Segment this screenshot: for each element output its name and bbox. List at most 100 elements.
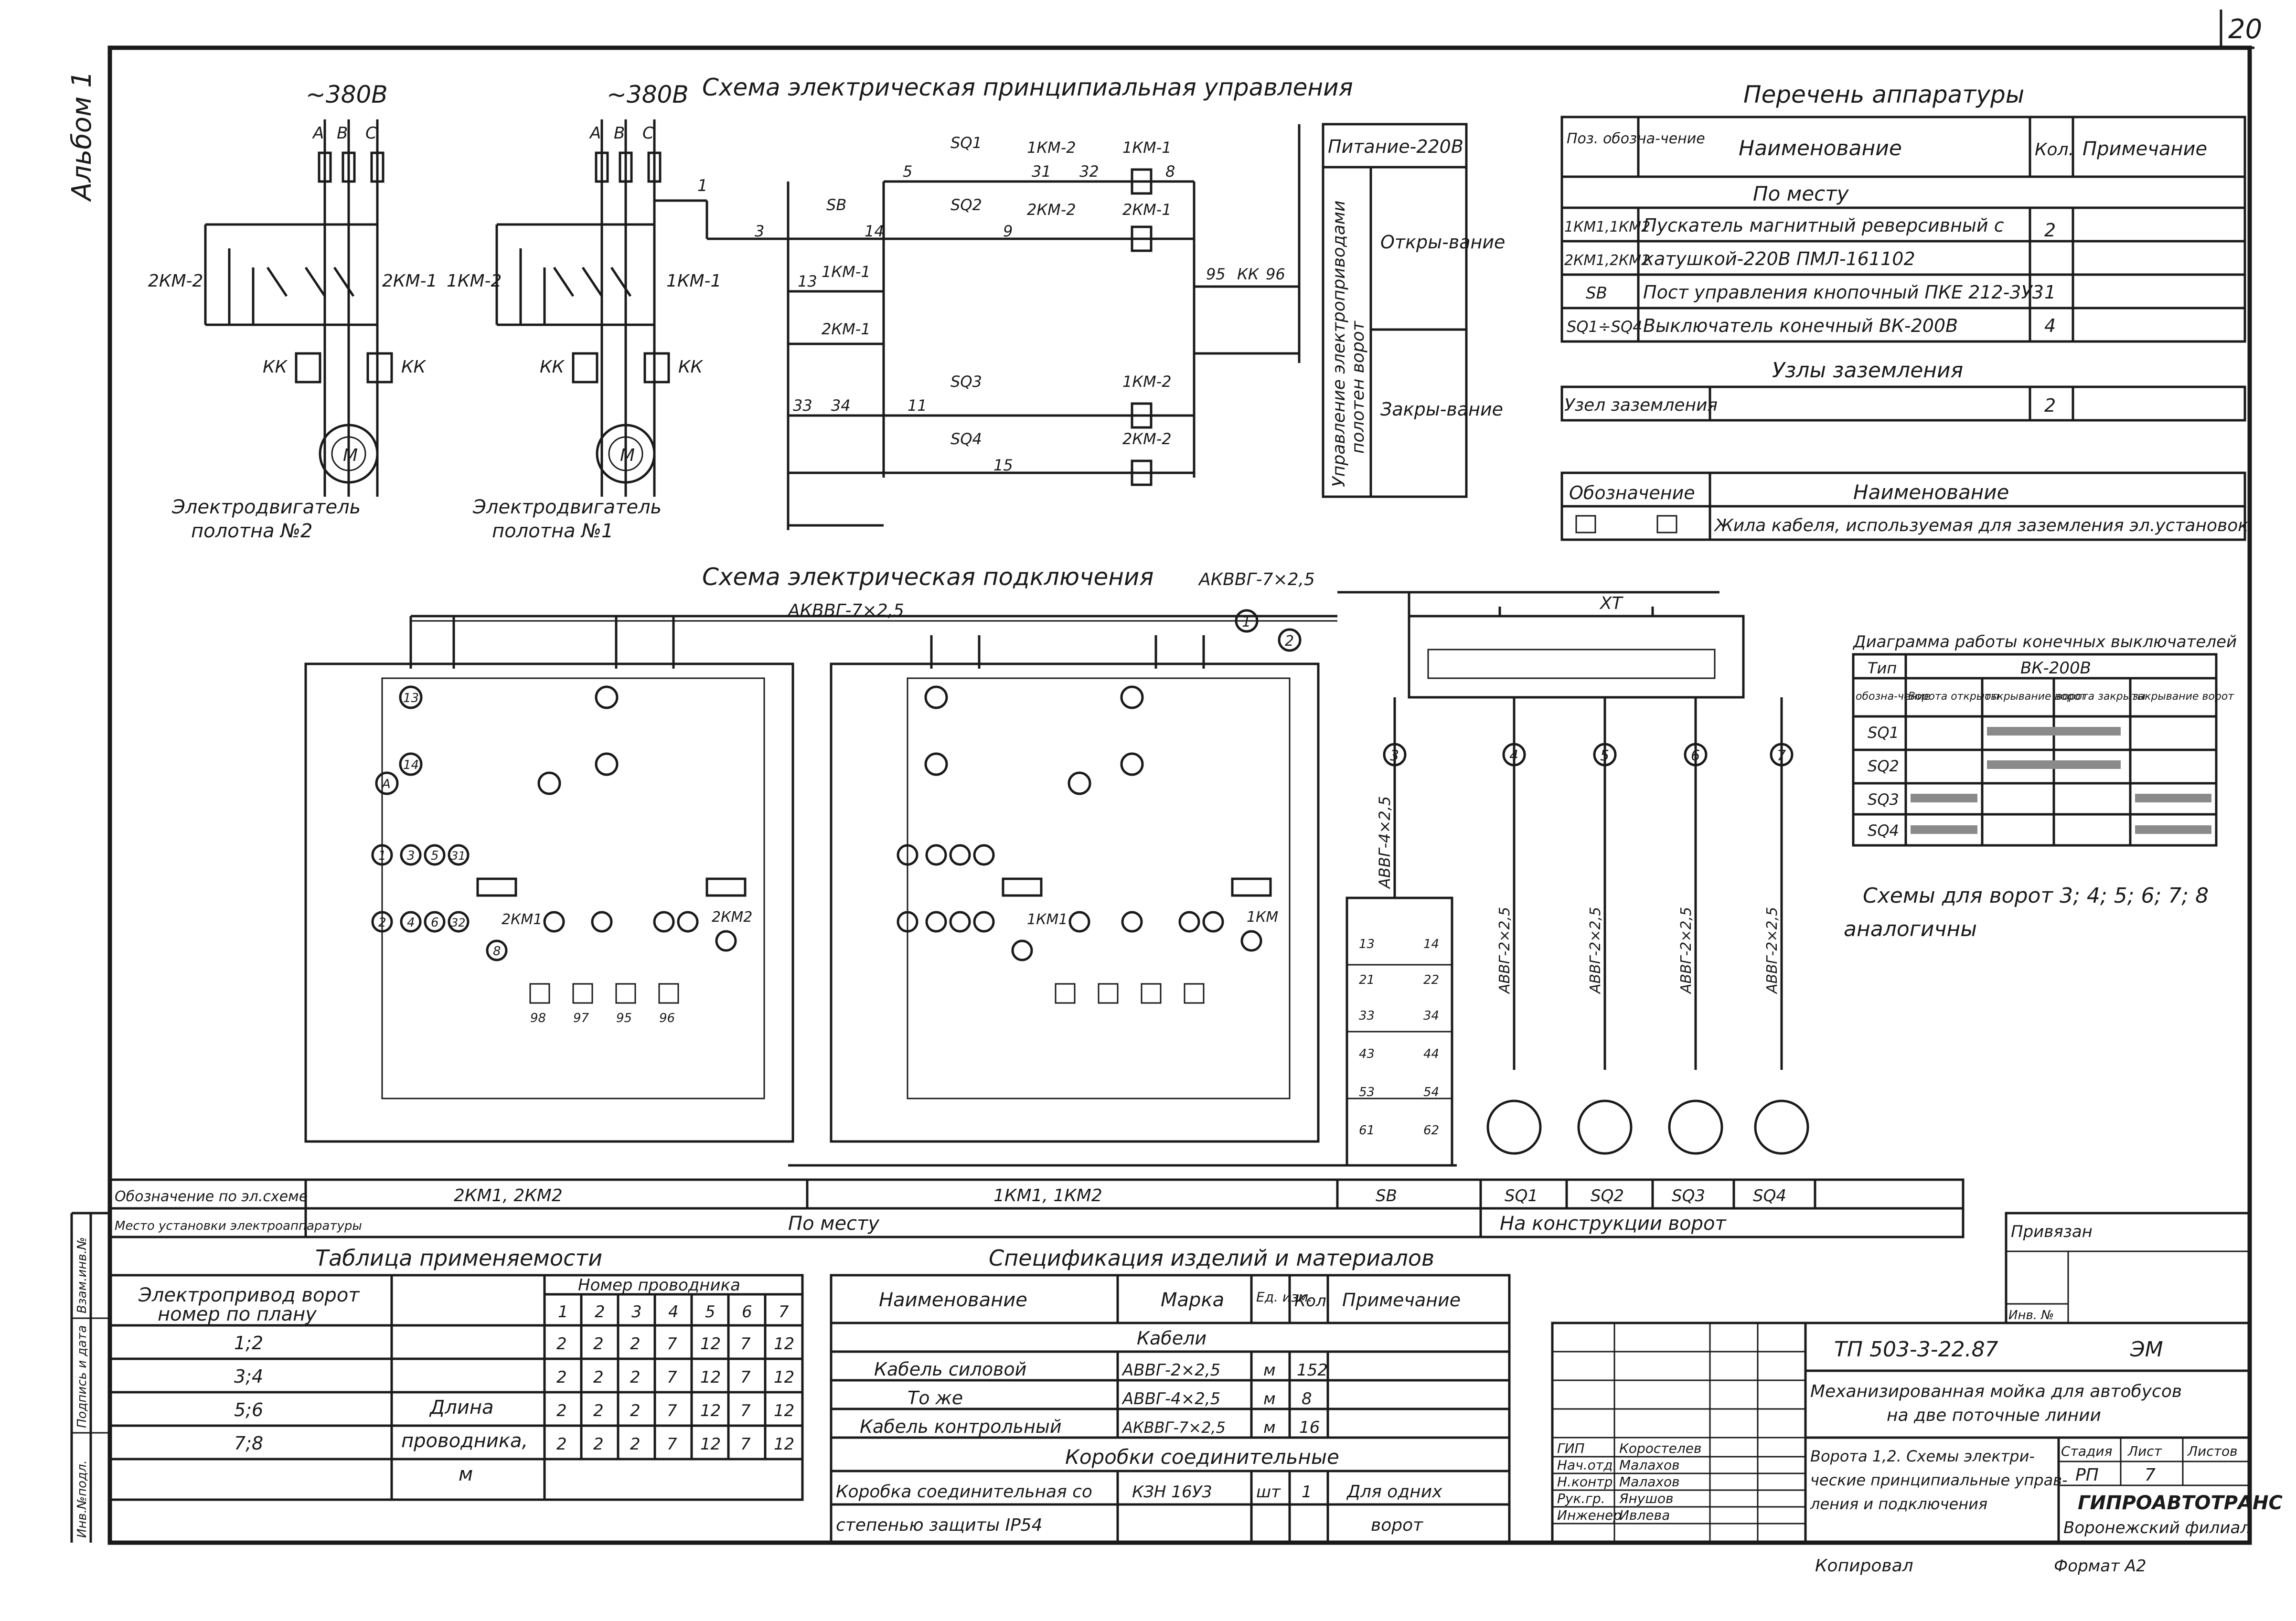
spec-box-note-2: ворот — [1371, 1515, 1423, 1535]
tb-role-2: Нач.отд. — [1557, 1457, 1617, 1473]
purpose-table: Питание-220В Управление электроприводами… — [1322, 123, 1505, 498]
appl-length-1: Длина — [429, 1397, 493, 1418]
strip-row2-label: Место установки электроаппаратуры — [115, 1219, 362, 1233]
equip-row3-qty: 1 — [2044, 282, 2056, 303]
ls-type-value: ВК-200В — [2020, 659, 2091, 678]
ls-bar-sq2 — [1987, 760, 2121, 769]
tb-role-3: Н.контр. — [1557, 1474, 1617, 1490]
supply-right: ~380В — [607, 81, 689, 108]
appl-r1-c4: 7 — [667, 1334, 677, 1354]
purpose-side-2: полотен ворот — [1348, 320, 1368, 454]
tb-sheet-title-2: ческие принципиальные управ- — [1810, 1471, 2068, 1489]
equip-row2-name: катушкой-220В ПМЛ-161102 — [1643, 248, 1915, 269]
left-term-6: 6 — [431, 916, 439, 930]
left-term-95: 95 — [616, 1011, 632, 1025]
wire-32: 32 — [1079, 162, 1099, 181]
marker-7: 7 — [1777, 747, 1786, 764]
equip-row1-name: Пускатель магнитный реверсивный с — [1643, 215, 2004, 236]
ls-bar-sq3b — [2135, 794, 2211, 802]
appl-cn-3: 3 — [631, 1302, 642, 1322]
sb-term-43: 43 — [1359, 1047, 1375, 1061]
grounding-title: Узлы заземления — [1772, 358, 1963, 383]
contactor-1km2: 1КМ-2 — [447, 271, 502, 291]
grounding-row-qty: 2 — [2044, 395, 2056, 416]
appl-r4-c5: 12 — [700, 1435, 721, 1454]
appl-r4-c3: 2 — [630, 1435, 641, 1454]
spec-r1-name: Кабель силовой — [874, 1359, 1026, 1380]
appl-length-3: м — [459, 1463, 473, 1485]
appl-r4-c1: 2 — [556, 1435, 567, 1454]
purpose-open: Откры-вание — [1380, 232, 1505, 253]
appl-col-2: номер по плану — [158, 1303, 317, 1325]
appl-r1-c6: 7 — [740, 1334, 751, 1354]
page-number: 20 — [2228, 14, 2262, 45]
appl-r1-c5: 12 — [700, 1334, 721, 1354]
connection-scheme: Схема электрическая подключения АКВВГ-7×… — [304, 563, 2209, 1167]
marker-2: 2 — [1285, 633, 1294, 650]
appl-r2-c6: 7 — [740, 1368, 751, 1387]
spec-box-mark: КЗН 16У3 — [1132, 1482, 1212, 1502]
box-label-2km2: 2КМ2 — [712, 909, 752, 926]
ls-h-open: Ворота открыты — [1908, 691, 1999, 703]
tb-sheet-h: Лист — [2127, 1443, 2162, 1459]
tb-name-5: Ивлева — [1619, 1507, 1670, 1523]
appl-r3-c3: 2 — [630, 1401, 641, 1420]
appl-row2-gate: 3;4 — [234, 1366, 263, 1387]
grounding-legend-h2: Наименование — [1853, 480, 2009, 504]
spec-section-boxes: Коробки соединительные — [1065, 1445, 1339, 1469]
spec-r2-unit: м — [1263, 1389, 1276, 1408]
equip-header-pos: Поз. обозна-чение — [1567, 130, 1705, 147]
wire-96: 96 — [1266, 265, 1285, 283]
marker-4: 4 — [1509, 747, 1518, 764]
cable-sq3-label: АВВГ-2×2,5 — [1678, 907, 1695, 994]
marker-6: 6 — [1691, 747, 1700, 764]
purpose-close: Закры-вание — [1380, 399, 1503, 420]
left-term-2: 2 — [378, 916, 386, 930]
appl-r3-c2: 2 — [593, 1401, 604, 1420]
tb-project-2: на две поточные линии — [1887, 1406, 2101, 1425]
ls-row-sq3: SQ3 — [1868, 790, 1899, 809]
cable-sq2-label: АВВГ-2×2,5 — [1587, 907, 1604, 994]
grounding-row-label: Узел заземления — [1564, 395, 1718, 415]
left-term-32: 32 — [451, 916, 466, 929]
motor-left-caption-2: полотна №2 — [191, 520, 312, 542]
spec-box-unit: шт — [1256, 1482, 1281, 1502]
side-margin: Взам.инв.№ Подпись и дата Инв.№подл. — [70, 1212, 110, 1543]
xt-label: ХТ — [1599, 594, 1624, 613]
tb-name-2: Малахов — [1619, 1457, 1680, 1473]
spec-r1-unit: м — [1263, 1361, 1276, 1380]
tb-org-1: ГИПРОАВТОТРАНС — [2078, 1492, 2283, 1514]
appl-r1-c7: 12 — [774, 1334, 794, 1354]
phase-b-left: В — [337, 124, 348, 143]
appl-r2-c1: 2 — [556, 1368, 567, 1387]
cable-main-label: АКВВГ-7×2,5 — [787, 601, 904, 620]
spec-box-name-2: степенью защиты IP54 — [836, 1515, 1043, 1535]
device-2km2-coil: 2КМ-2 — [1122, 430, 1172, 448]
appl-cn-2: 2 — [595, 1302, 605, 1322]
purpose-header: Питание-220В — [1328, 136, 1463, 157]
purpose-side-1: Управление электроприводами — [1329, 201, 1349, 487]
cable-sq1-label: АВВГ-2×2,5 — [1496, 907, 1513, 994]
wire-3: 3 — [755, 222, 764, 240]
strip-val-gate: На конструкции ворот — [1500, 1213, 1727, 1235]
left-term-96: 96 — [659, 1011, 675, 1025]
equip-row4-qty: 4 — [2044, 315, 2056, 336]
sb-term-33: 33 — [1359, 1009, 1375, 1023]
tb-project-1: Механизированная мойка для автобусов — [1810, 1382, 2182, 1401]
spec-r1-mark: АВВГ-2×2,5 — [1121, 1361, 1220, 1380]
tb-inv-no: Инв. № — [2008, 1308, 2054, 1322]
device-1km2-coil: 1КМ-2 — [1122, 373, 1172, 391]
contactor-2km1: 2КМ-1 — [382, 271, 437, 291]
appl-cn-7: 7 — [779, 1302, 789, 1322]
tb-stage-h: Стадия — [2061, 1443, 2112, 1459]
device-2km1-self: 2КМ-1 — [822, 320, 871, 338]
appl-r3-c4: 7 — [667, 1401, 677, 1420]
control-scheme-title: Схема электрическая принципиальная управ… — [702, 74, 1353, 101]
left-term-a: А — [381, 777, 391, 791]
appl-row1-gate: 1;2 — [234, 1333, 263, 1354]
left-term-8: 8 — [493, 944, 501, 959]
box-label-2km1: 2КМ1 — [502, 911, 542, 928]
limit-switch-diagram: Диаграмма работы конечных выключателей Т… — [1852, 632, 2237, 847]
appl-r4-c6: 7 — [740, 1435, 751, 1454]
